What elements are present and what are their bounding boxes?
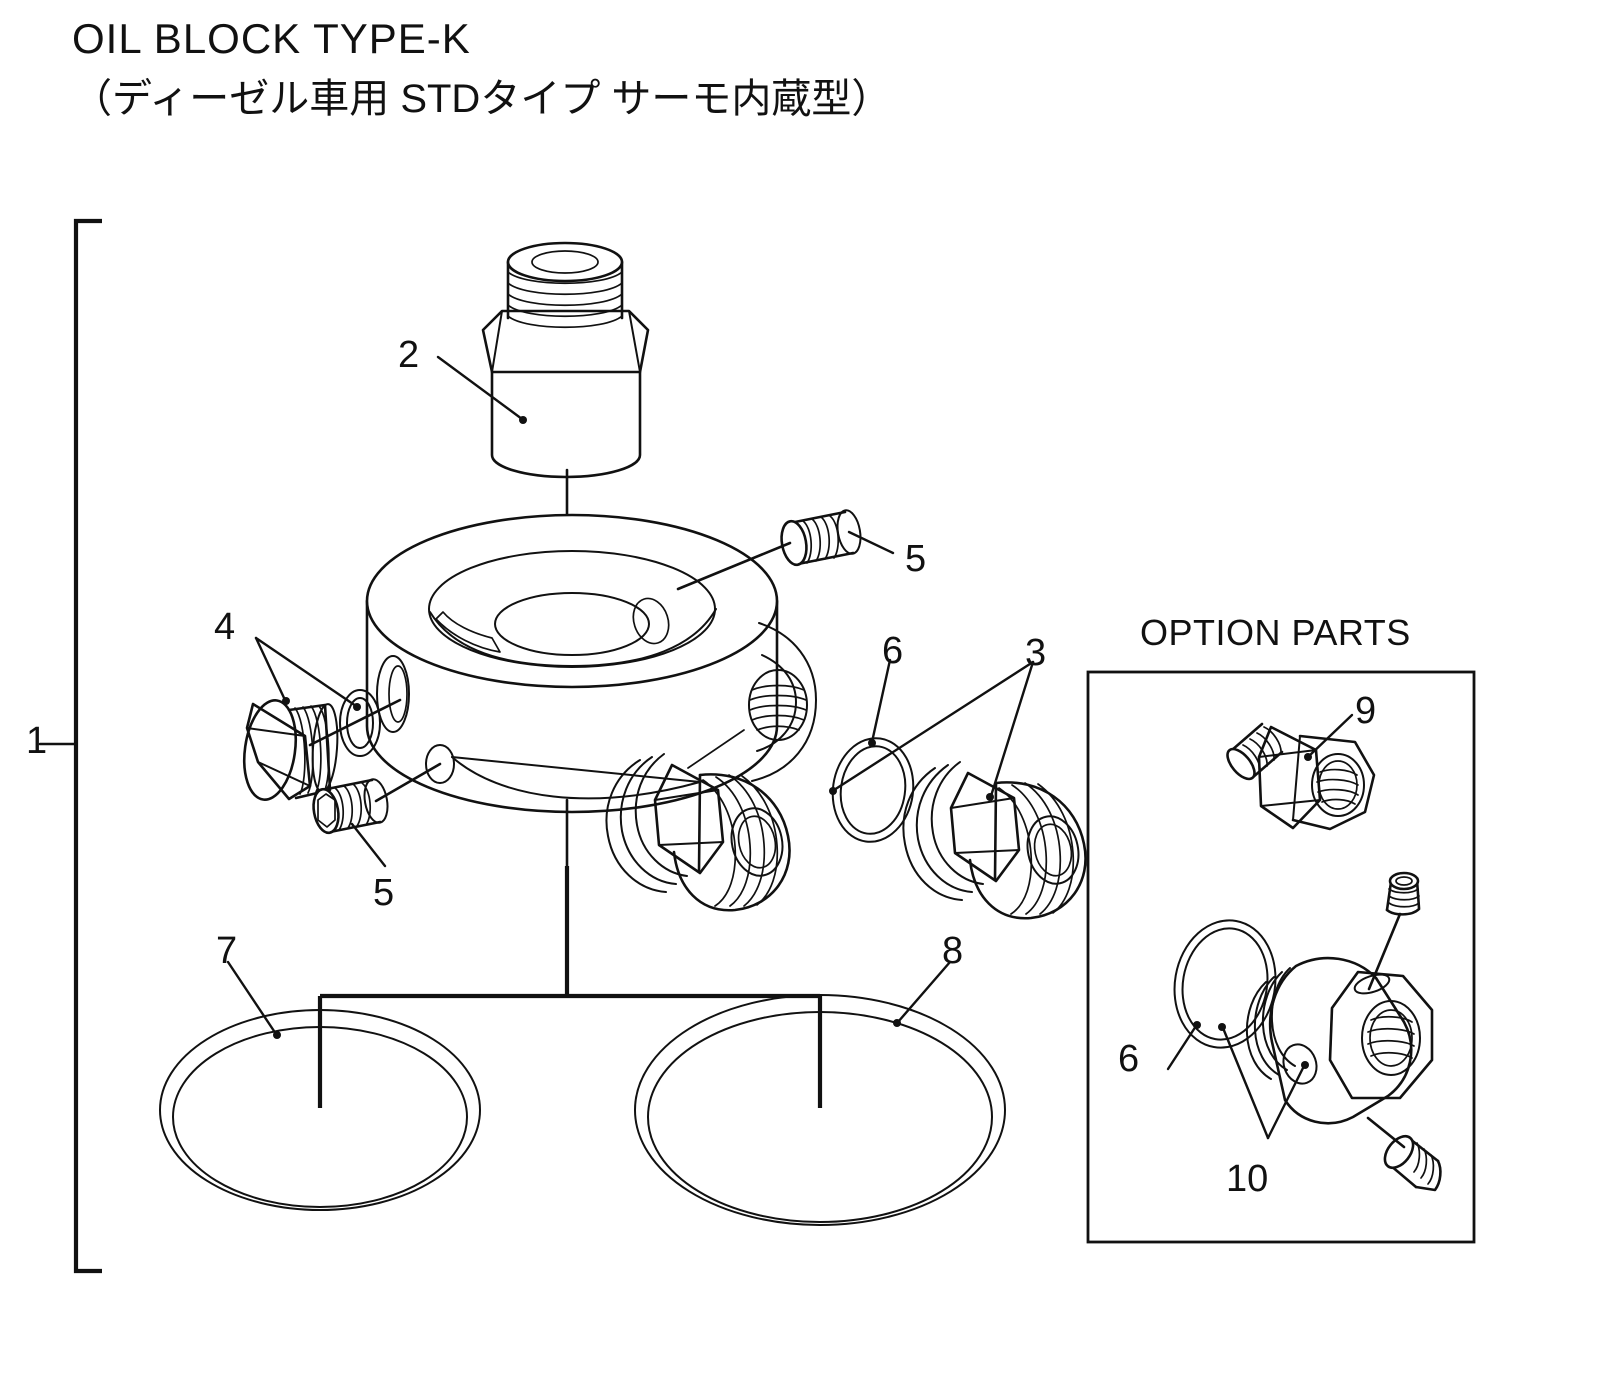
assembly-bracket	[38, 218, 102, 1274]
part-o-ring-large-7	[159, 960, 481, 1211]
part-oil-block-body	[365, 513, 817, 868]
callout-9: 9	[1355, 690, 1377, 732]
callout-10: 10	[1226, 1158, 1269, 1200]
part-grub-screw-lower	[312, 762, 442, 868]
callout-5-upper: 5	[905, 538, 927, 580]
callout-1: 1	[26, 720, 48, 762]
part-center-bolt	[436, 241, 650, 612]
option-parts-box	[1086, 670, 1476, 1244]
part-an-fitting-installed	[605, 729, 791, 912]
part-o-ring-large-8	[634, 960, 1006, 1226]
callout-4: 4	[214, 606, 236, 648]
title-japanese-subtitle: （ディーゼル車用 STDタイプ サーモ内蔵型）	[72, 76, 892, 121]
part-o-ring-small	[831, 658, 915, 843]
callout-6-option: 6	[1118, 1038, 1140, 1080]
diagram-title: OIL BLOCK TYPE-K （ディーゼル車用 STDタイプ サーモ内蔵型）	[72, 12, 891, 125]
part-option-hex-adapter	[1226, 713, 1376, 831]
callout-5-lower: 5	[373, 872, 395, 914]
callout-3: 3	[1025, 632, 1047, 674]
leader-tree-o-rings	[317, 866, 823, 1108]
part-an-fitting-loose	[902, 761, 1087, 920]
option-parts-heading: OPTION PARTS	[1140, 612, 1411, 653]
callout-7: 7	[216, 930, 238, 972]
callout-6: 6	[882, 630, 904, 672]
part-option-sensor-adapter	[1166, 871, 1442, 1192]
part-hex-plug-washer	[242, 636, 402, 801]
title-english: OIL BLOCK TYPE-K	[72, 15, 471, 62]
callout-8: 8	[942, 930, 964, 972]
leader-group-3	[829, 660, 1035, 801]
part-grub-screw-upper	[676, 509, 895, 591]
port-thread-lines	[749, 684, 807, 731]
callout-2: 2	[398, 334, 420, 376]
